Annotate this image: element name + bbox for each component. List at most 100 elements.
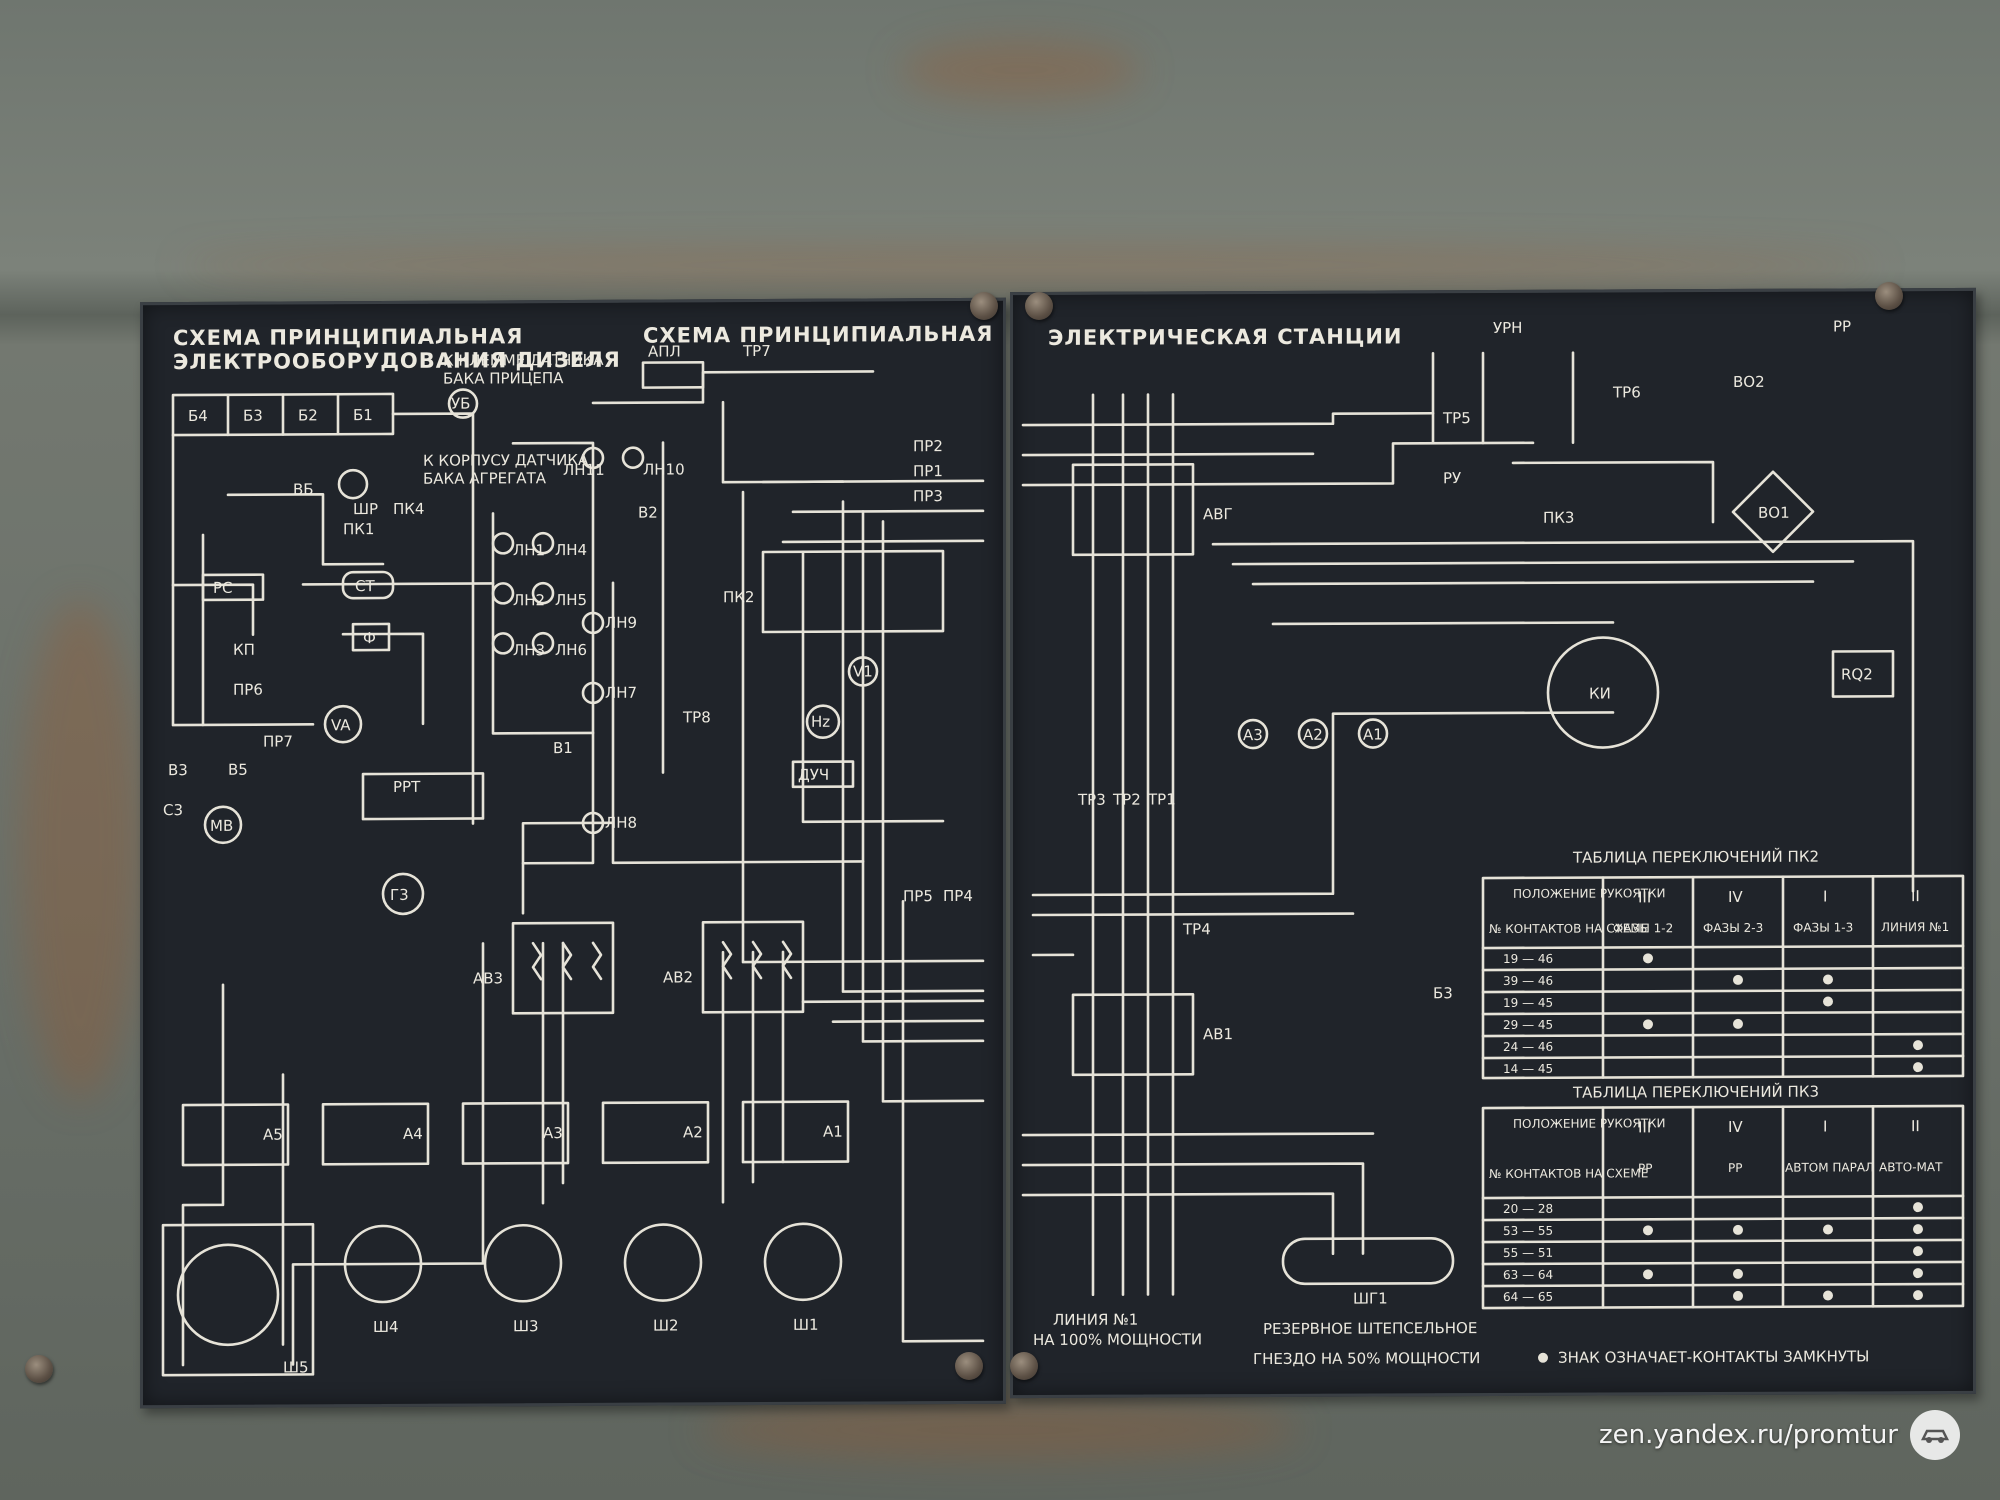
closed-contact-dot (1538, 1352, 1548, 1363)
pr7-label: ПР7 (263, 732, 293, 750)
breaker-blocks: А5 А4 А3 А2 А1 (181, 1100, 850, 1167)
s3-label: С3 (163, 801, 183, 819)
tr4-label: ТР4 (1182, 920, 1211, 938)
sensor-trailer-label-2: БАКА ПРИЦЕПА (443, 369, 564, 388)
ub-label: УБ (451, 395, 470, 413)
battery-bank: Б4 Б3 Б2 Б1 (171, 392, 395, 437)
vb-label: ВБ (293, 480, 314, 498)
title-center: СХЕМА ПРИНЦИПИАЛЬНАЯ (643, 322, 993, 348)
av2-label: АВ2 (663, 968, 693, 986)
a1-label: А1 (1363, 725, 1383, 743)
pr6-label: ПР6 (233, 681, 263, 699)
closed-contact-dot (1733, 1018, 1743, 1029)
ln5-label: ЛН5 (555, 591, 587, 609)
tr8-label: ТР8 (682, 708, 711, 726)
pk2-col-pos: I (1823, 888, 1827, 906)
battery-label: Б3 (243, 407, 263, 425)
screw (1875, 282, 1903, 310)
pk2-label: ПК2 (723, 588, 754, 606)
breaker-av3: АВ3 (473, 921, 615, 1015)
schematic-plate-right: ЭЛЕКТРИЧЕСКАЯ СТАНЦИИ А (1010, 287, 1976, 1399)
pr1-label: ПР1 (913, 462, 943, 480)
reserve-label-1: РЕЗЕРВНОЕ ШТЕПСЕЛЬНОЕ (1263, 1319, 1477, 1338)
closed-contact-dot (1643, 1225, 1653, 1236)
mv-label: МВ (210, 817, 233, 835)
rrt-label: РРТ (393, 778, 421, 796)
ln2-label: ЛН2 (513, 591, 545, 609)
pr4-label: ПР4 (943, 887, 973, 905)
lamp-grid (491, 446, 645, 835)
legend-text: ЗНАК ОЗНАЧАЕТ-КОНТАКТЫ ЗАМКНУТЫ (1558, 1347, 1869, 1366)
va-label: VA (331, 716, 351, 734)
closed-contact-dot (1823, 974, 1833, 985)
closed-contact-dot (1823, 996, 1833, 1007)
v1-label: В1 (553, 739, 573, 757)
screw (1010, 1352, 1038, 1380)
pk3-col-pos: III (1638, 1118, 1651, 1136)
line-label-1: ЛИНИЯ №1 (1053, 1311, 1138, 1329)
battery-label: Б1 (353, 406, 373, 424)
ln8-label: ЛН8 (605, 814, 637, 832)
closed-contact-dot (1913, 1290, 1923, 1301)
pr3-label: ПР3 (913, 487, 943, 505)
sensor-unit-label-1: К КОРПУСУ ДАТЧИКА (423, 451, 589, 470)
table_pk3-row-contacts: 53 — 55 (1503, 1224, 1553, 1238)
closed-contact-dot (1823, 1224, 1833, 1235)
ki-label: КИ (1589, 684, 1611, 702)
table_pk2-row-contacts: 19 — 46 (1503, 952, 1553, 966)
line-label-2: НА 100% МОЩНОСТИ (1033, 1330, 1202, 1349)
table-pk3: ТАБЛИЦА ПЕРЕКЛЮЧЕНИЙ ПК3 ПОЛОЖЕНИЕ РУКОЯ… (1481, 1082, 1965, 1310)
table-pk3-title: ТАБЛИЦА ПЕРЕКЛЮЧЕНИЙ ПК3 (1572, 1082, 1819, 1102)
urn-label: УРН (1493, 319, 1522, 337)
closed-contact-dot (1643, 1269, 1653, 1280)
rust-stain (700, 1400, 1300, 1460)
closed-contact-dot (1733, 1268, 1743, 1279)
av3-label: АВ3 (473, 969, 503, 987)
closed-contact-dot (1913, 1202, 1923, 1213)
rust-stain (20, 600, 140, 1100)
f-label: Ф (363, 629, 376, 647)
rust-stain (900, 40, 1140, 100)
v1-meter-label: V1 (853, 662, 873, 680)
block-a5-label: А5 (263, 1126, 283, 1144)
g3-label: Г3 (390, 886, 409, 904)
pk3-col-pos: IV (1728, 1118, 1743, 1136)
tr2-label: ТР2 (1112, 791, 1141, 809)
b3-label: Б3 (1433, 984, 1453, 1002)
tr5-label: ТР5 (1442, 409, 1471, 427)
block-a2-label: А2 (683, 1123, 703, 1141)
closed-contact-dot (1643, 953, 1653, 964)
pk3-col-label: РР (1728, 1161, 1742, 1175)
pk2-corner-bottom: № КОНТАКТОВ НА СХЕМЕ (1489, 921, 1648, 936)
pk2-col-label: ФАЗЫ 1-2 (1613, 921, 1673, 935)
tr3-label: ТР3 (1077, 791, 1106, 809)
pk2-col-label: ФАЗЫ 1-3 (1793, 920, 1853, 934)
closed-contact-dot (1913, 1246, 1923, 1257)
closed-contact-dot (1733, 974, 1743, 985)
block-a3-label: А3 (543, 1124, 563, 1142)
screw (1025, 292, 1053, 320)
table_pk3-row-contacts: 64 — 65 (1503, 1290, 1553, 1304)
closed-contact-dot (1913, 1062, 1923, 1073)
closed-contact-dot (1823, 1290, 1833, 1301)
ln10-label: ЛН10 (643, 460, 685, 478)
battery-label: Б4 (188, 407, 208, 425)
ln1-label: ЛН1 (513, 541, 545, 559)
sockets: Ш5 Ш4 Ш3 Ш2 Ш1 (161, 1222, 843, 1377)
closed-contact-dot (1913, 1224, 1923, 1235)
screw (955, 1352, 983, 1380)
components: АВГ АВ1 ТР3 ТР2 ТР1 ТР4 ТР5 ТР6 А3 А2 А1… (1071, 317, 1895, 1308)
pk2-col-pos: III (1638, 888, 1651, 906)
pk3-col-label: АВТОМ ПАРАЛ (1785, 1160, 1874, 1174)
closed-contact-dot (1643, 1019, 1653, 1030)
v2-label: В2 (638, 504, 658, 522)
breaker-av2: АВ2 (663, 920, 805, 1014)
v5-label: В5 (228, 761, 248, 779)
battery-label: Б2 (298, 406, 318, 424)
screw (970, 292, 998, 320)
duch-label: ДУЧ (798, 766, 829, 784)
pk4-label: ПК4 (393, 500, 424, 518)
tr6-label: ТР6 (1612, 383, 1641, 401)
vo1-label: ВО1 (1758, 504, 1790, 522)
